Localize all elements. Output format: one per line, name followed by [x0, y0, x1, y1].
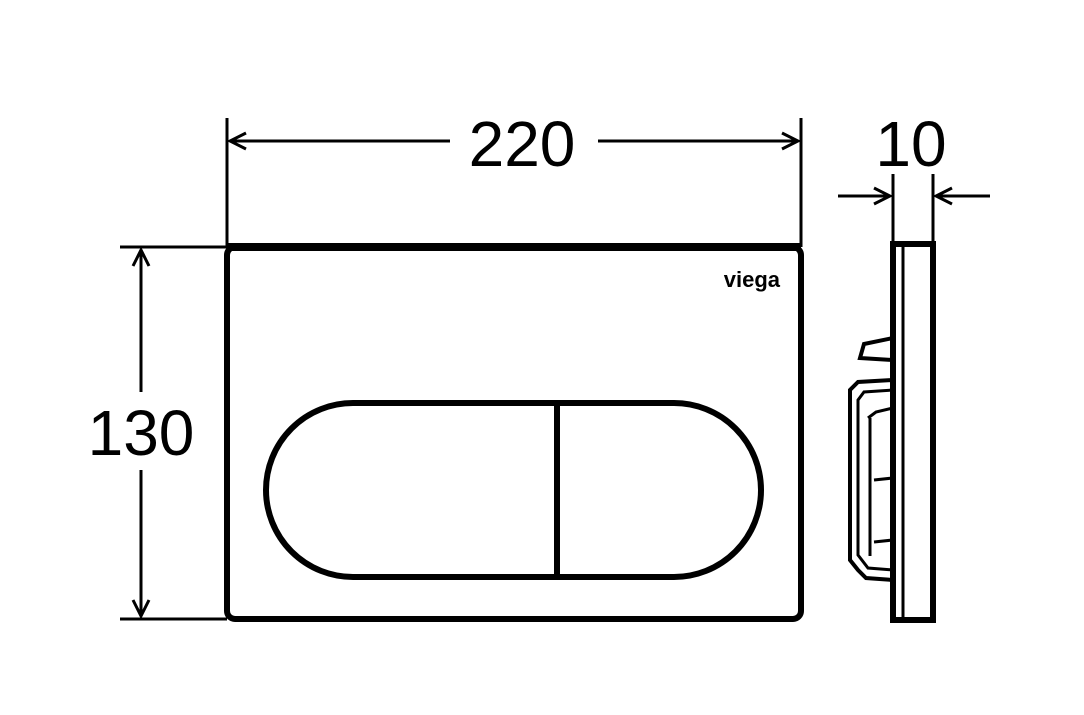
side-plate-outline	[890, 241, 936, 623]
width-dimension: 220	[225, 108, 803, 247]
front-plate-outline	[224, 244, 804, 622]
side-clip	[857, 336, 894, 362]
height-dimension: 130	[88, 245, 227, 621]
front-view: viega	[224, 243, 804, 622]
width-label: 220	[469, 108, 576, 180]
side-mechanism-inner	[856, 388, 894, 572]
depth-dimension: 10	[838, 108, 990, 244]
side-view	[848, 241, 936, 623]
flush-button-outline	[263, 400, 764, 580]
brand-logo: viega	[724, 267, 781, 292]
side-mechanism-detail	[867, 406, 894, 556]
depth-label: 10	[875, 108, 946, 180]
height-label: 130	[88, 397, 195, 469]
side-mechanism-bracket	[848, 378, 894, 582]
